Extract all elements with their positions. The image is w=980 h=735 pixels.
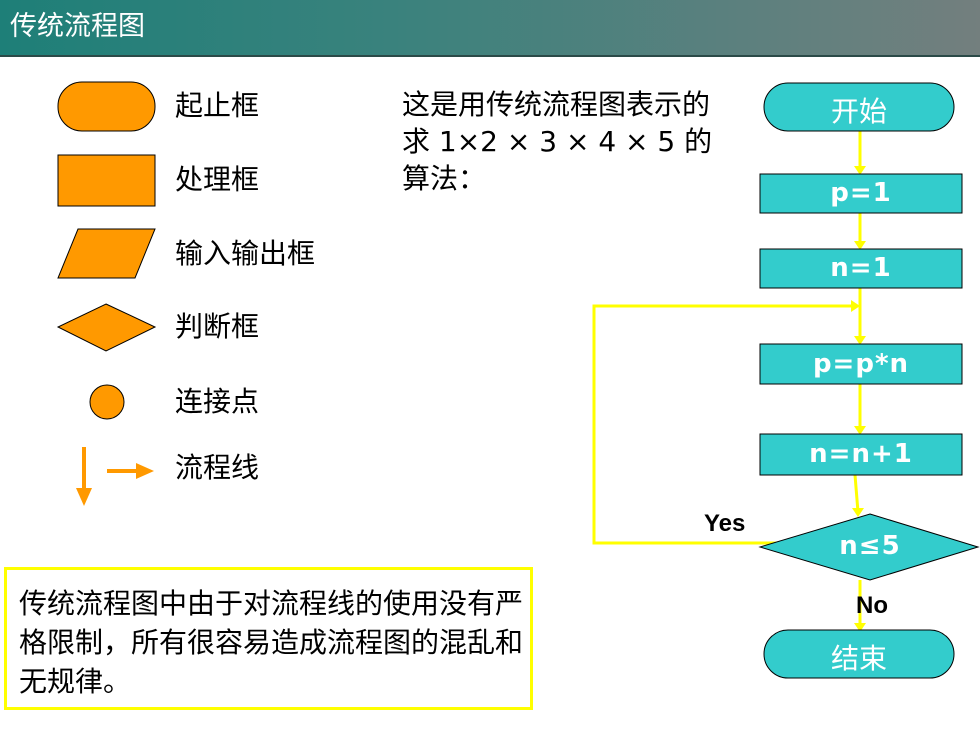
flow-decision-label: n≤5 — [839, 531, 901, 561]
legend-terminal-shape — [57, 81, 156, 132]
flow-step-3-shape — [759, 343, 963, 385]
flow-step-2-label: n=1 — [830, 253, 892, 283]
flow-step-1-shape — [759, 173, 963, 214]
flow-end-label: 结束 — [830, 642, 887, 675]
flow-step-3-label: p=p*n — [812, 349, 910, 379]
legend-label-io: 输入输出框 — [175, 237, 316, 270]
legend-flowline-arrows — [76, 447, 154, 506]
legend-label-flowline: 流程线 — [175, 451, 260, 484]
flow-step-2-shape — [759, 248, 963, 289]
page-title: 传统流程图 — [10, 11, 145, 42]
legend-label-terminal: 起止框 — [175, 89, 260, 122]
legend-decision-shape — [56, 303, 157, 352]
note-box: 传统流程图中由于对流程线的使用没有严格限制，所有很容易造成流程图的混乱和无规律。 — [4, 567, 533, 710]
flow-step-4-label: n=n+1 — [809, 439, 913, 469]
legend-io-shape — [57, 228, 156, 279]
legend-label-decision: 判断框 — [175, 310, 260, 343]
flow-connectors — [592, 131, 862, 627]
flow-start-shape — [763, 82, 955, 132]
legend-label-process: 处理框 — [175, 163, 260, 196]
legend-label-connector: 连接点 — [175, 385, 260, 418]
title-bar: 传统流程图 — [0, 0, 980, 57]
flow-start-label: 开始 — [830, 95, 887, 128]
legend-process-shape — [57, 154, 156, 207]
flow-step-4-shape — [759, 433, 963, 476]
note-text: 传统流程图中由于对流程线的使用没有严格限制，所有很容易造成流程图的混乱和无规律。 — [19, 587, 524, 698]
flow-step-1-label: p=1 — [830, 178, 892, 208]
flow-arrowheads — [851, 166, 866, 632]
algorithm-description: 这是用传统流程图表示的求 1×2 × 3 × 4 × 5 的算法： — [402, 88, 713, 195]
yes-label: Yes — [704, 510, 746, 537]
flow-end-shape — [763, 629, 955, 679]
no-label: No — [856, 592, 888, 619]
legend-connector-shape — [89, 384, 125, 420]
flow-decision-shape — [758, 513, 980, 581]
